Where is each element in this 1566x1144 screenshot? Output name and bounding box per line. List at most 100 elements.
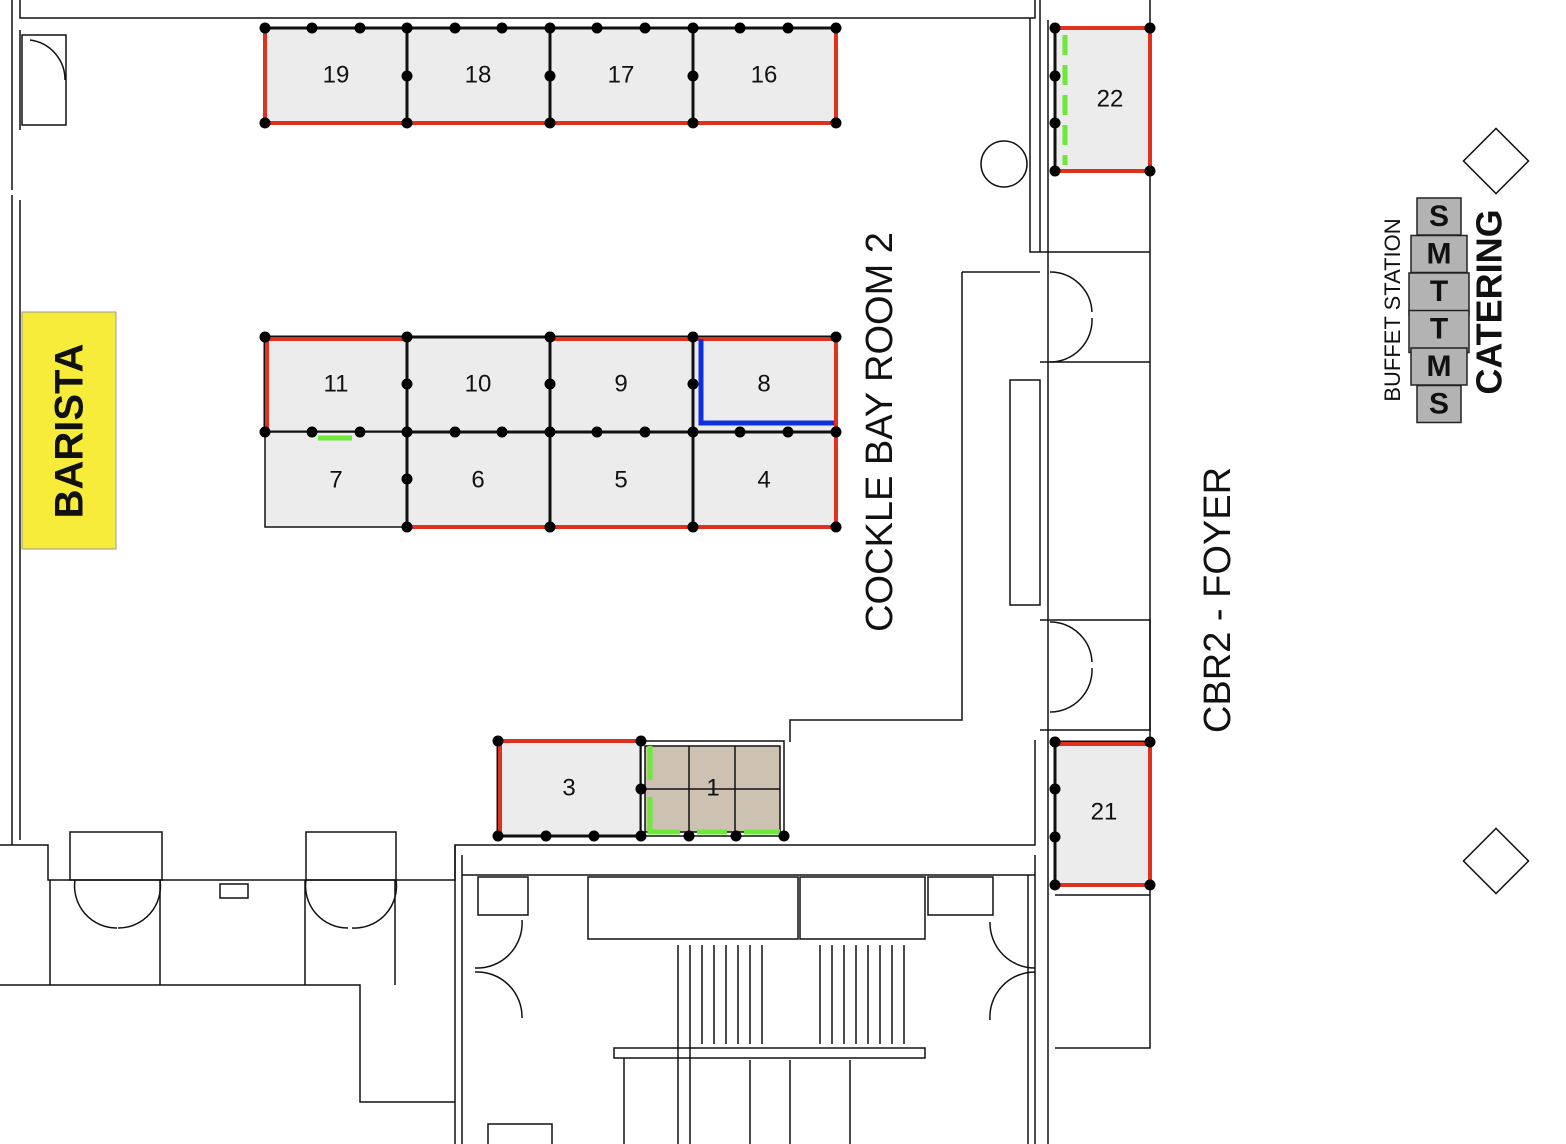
- svg-text:8: 8: [757, 370, 770, 397]
- corner-dot: [639, 426, 651, 438]
- svg-text:19: 19: [323, 61, 350, 88]
- booth-21[interactable]: 21: [1053, 740, 1152, 887]
- booth-7[interactable]: 7: [264, 431, 408, 528]
- svg-text:9: 9: [614, 370, 627, 397]
- corner-dot: [687, 521, 699, 533]
- corner-dot: [782, 426, 794, 438]
- corner-dot: [734, 22, 746, 34]
- svg-text:22: 22: [1097, 85, 1124, 112]
- corner-dot: [306, 22, 318, 34]
- corner-dot: [1049, 879, 1061, 891]
- corner-dot: [591, 22, 603, 34]
- corner-dot: [449, 22, 461, 34]
- corner-dot: [683, 830, 695, 842]
- corner-dot: [259, 331, 271, 343]
- corner-dot: [830, 426, 842, 438]
- corner-dot: [544, 521, 556, 533]
- booth-corner-dots: [259, 22, 1156, 891]
- corner-dot: [544, 117, 556, 129]
- booth-1[interactable]: 1: [640, 740, 785, 837]
- corner-dot: [401, 378, 413, 390]
- corner-dot: [687, 426, 699, 438]
- svg-text:10: 10: [465, 370, 492, 397]
- corner-dot: [1049, 117, 1061, 129]
- corner-dot: [1144, 165, 1156, 177]
- corner-dot: [354, 22, 366, 34]
- booth-22[interactable]: 22: [1053, 26, 1152, 173]
- corner-dot: [401, 117, 413, 129]
- booth-17[interactable]: 17: [548, 26, 695, 125]
- corner-dot: [1049, 70, 1061, 82]
- corner-dot: [1144, 736, 1156, 748]
- corner-dot: [830, 521, 842, 533]
- walls: [0, 0, 1530, 1144]
- corner-dot: [259, 426, 271, 438]
- corner-dot: [687, 331, 699, 343]
- corner-dot: [544, 426, 556, 438]
- station-item-label: T: [1430, 312, 1448, 345]
- svg-text:1: 1: [706, 774, 719, 801]
- corner-dot: [1049, 165, 1061, 177]
- corner-dot: [259, 117, 271, 129]
- corner-dot: [544, 22, 556, 34]
- station-item-label: S: [1429, 387, 1449, 420]
- corner-dot: [1049, 831, 1061, 843]
- corner-dot: [401, 70, 413, 82]
- corner-dot: [687, 378, 699, 390]
- corner-dot: [354, 426, 366, 438]
- svg-text:11: 11: [324, 370, 349, 397]
- station-item-box: [1416, 384, 1462, 424]
- corner-dot: [401, 331, 413, 343]
- station-item-label: S: [1429, 200, 1449, 233]
- corner-dot: [449, 426, 461, 438]
- booth-3[interactable]: 3: [496, 739, 643, 838]
- station-item-label: T: [1430, 275, 1448, 308]
- booth-4[interactable]: 4: [691, 430, 838, 529]
- corner-dot: [734, 426, 746, 438]
- booth-9[interactable]: 9: [548, 335, 695, 434]
- corner-dot: [730, 830, 742, 842]
- booth-11[interactable]: 11: [263, 335, 409, 434]
- corner-dot: [591, 426, 603, 438]
- booth-18[interactable]: 18: [405, 26, 552, 125]
- booth-19[interactable]: 19: [263, 26, 409, 125]
- station-item-box: [1408, 272, 1470, 316]
- svg-text:17: 17: [608, 61, 635, 88]
- barista-area[interactable]: BARISTA: [21, 311, 117, 550]
- corner-dot: [639, 22, 651, 34]
- corner-dot: [544, 331, 556, 343]
- corner-dot: [778, 830, 790, 842]
- svg-text:6: 6: [471, 466, 484, 493]
- booth-6[interactable]: 6: [405, 430, 552, 529]
- room-label-foyer: CBR2 - FOYER: [1197, 467, 1239, 733]
- corner-dot: [635, 830, 647, 842]
- station-item-box: [1408, 309, 1470, 354]
- booth-8[interactable]: 8: [691, 335, 838, 434]
- station-item-label: M: [1427, 237, 1452, 270]
- corner-dot: [306, 426, 318, 438]
- corner-dot: [635, 735, 647, 747]
- corner-dot: [1049, 22, 1061, 34]
- corner-dot: [830, 331, 842, 343]
- corner-dot: [635, 783, 647, 795]
- corner-dot: [687, 117, 699, 129]
- catering-label: CATERING: [1469, 209, 1510, 394]
- corner-dot: [1144, 22, 1156, 34]
- corner-dot: [1049, 736, 1061, 748]
- corner-dot: [401, 426, 413, 438]
- room-label-cockle-bay: COCKLE BAY ROOM 2: [859, 232, 901, 632]
- booth-16[interactable]: 16: [691, 26, 838, 125]
- svg-text:16: 16: [751, 61, 778, 88]
- booth-10[interactable]: 10: [405, 335, 552, 434]
- corner-dot: [401, 473, 413, 485]
- corner-dot: [1049, 783, 1061, 795]
- booth-5[interactable]: 5: [548, 430, 695, 529]
- station-item-box: [1410, 234, 1468, 274]
- corner-dot: [540, 830, 552, 842]
- corner-dot: [492, 830, 504, 842]
- corner-dot: [830, 22, 842, 34]
- corner-dot: [401, 22, 413, 34]
- barista-label: BARISTA: [48, 344, 92, 519]
